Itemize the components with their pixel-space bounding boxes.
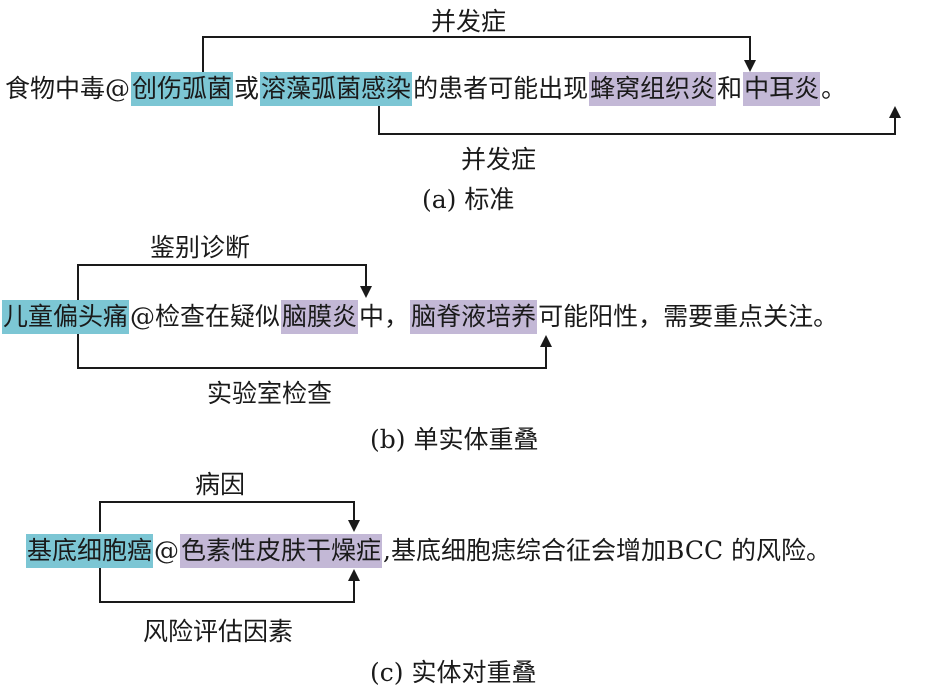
plain-text: 或 <box>234 74 260 103</box>
arrowhead <box>348 520 360 532</box>
relation-label: 鉴别诊断 <box>150 233 251 262</box>
plain-text: ,基底细胞痣综合征会增加BCC 的风险。 <box>383 536 832 565</box>
relation-arrow-risk-factor <box>99 568 355 603</box>
panel-caption-a: (a) 标准 <box>422 185 515 214</box>
object-entity: 中耳炎 <box>743 72 821 106</box>
annotated-sentence-b: 儿童偏头痛@检查在疑似脑膜炎中，脑脊液培养可能阳性，需要重点关注。 <box>2 300 839 334</box>
plain-text: 和 <box>717 74 743 103</box>
relation-arrow-lab-test <box>77 334 547 369</box>
object-entity: 蜂窝组织炎 <box>589 72 717 106</box>
relation-label: 风险评估因素 <box>143 617 294 646</box>
object-entity: 脑脊液培养 <box>410 300 538 334</box>
subject-entity: 儿童偏头痛 <box>2 300 130 334</box>
object-entity: 脑膜炎 <box>281 300 359 334</box>
relation-arrow-cause <box>99 501 355 532</box>
arrowhead <box>348 569 360 581</box>
relation-arrow-differential-diagnosis <box>77 264 367 300</box>
plain-text: 中， <box>359 302 410 331</box>
panel-caption-c: (c) 实体对重叠 <box>370 658 537 687</box>
plain-text: 可能阳性，需要重点关注。 <box>538 302 839 331</box>
object-entity: 色素性皮肤干燥症 <box>180 534 383 568</box>
subject-entity: 基底细胞癌 <box>26 534 154 568</box>
annotated-sentence-a: 食物中毒@创伤弧菌或溶藻弧菌感染的患者可能出现蜂窝组织炎和中耳炎。 <box>4 72 847 106</box>
relation-label: 并发症 <box>461 145 537 174</box>
relation-label: 病因 <box>195 470 246 499</box>
arrowhead <box>360 286 372 298</box>
relation-label: 并发症 <box>431 7 507 36</box>
relation-arrow-complication-2 <box>378 106 896 135</box>
relation-label: 实验室检查 <box>207 379 333 408</box>
plain-text: 。 <box>821 74 847 103</box>
plain-text: 食物中毒@ <box>5 74 131 103</box>
arrowhead <box>540 335 552 347</box>
plain-text: @检查在疑似 <box>130 302 281 331</box>
subject-entity: 创伤弧菌 <box>131 72 234 106</box>
arrowhead <box>889 106 901 118</box>
subject-entity: 溶藻弧菌感染 <box>260 72 413 106</box>
panel-caption-b: (b) 单实体重叠 <box>370 425 539 454</box>
plain-text: 的患者可能出现 <box>413 74 589 103</box>
arrowhead <box>744 60 756 72</box>
relation-arrow-complication-1 <box>202 36 751 72</box>
plain-text: @ <box>154 536 180 565</box>
annotated-sentence-c: 基底细胞癌@色素性皮肤干燥症,基底细胞痣综合征会增加BCC 的风险。 <box>26 534 832 568</box>
